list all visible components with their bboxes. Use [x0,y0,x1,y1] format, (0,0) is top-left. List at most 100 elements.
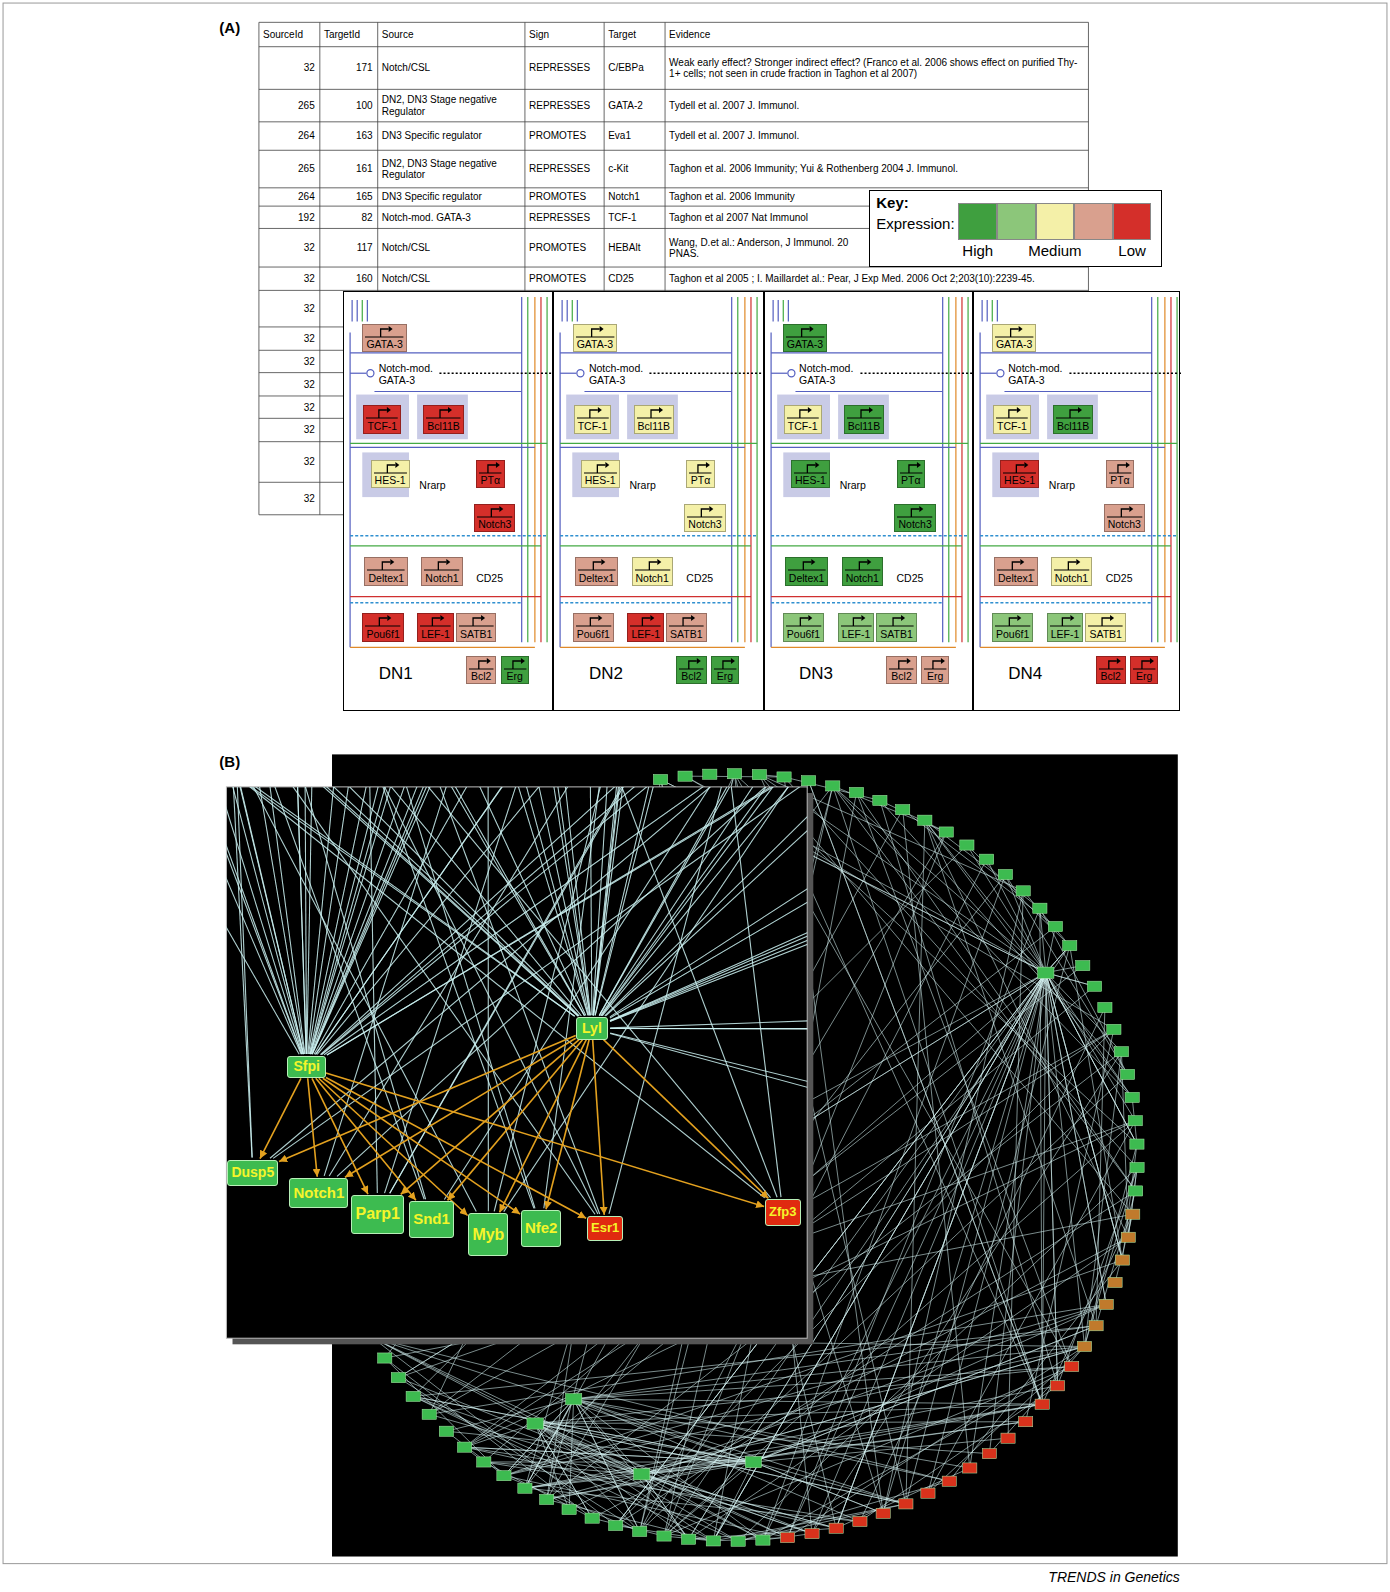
gene-box: PTα [1106,460,1134,488]
table-cell: 32 [304,303,315,314]
stage-panel: GATA-3TCF-1Bcl11BHES-1PTαNotch3Deltex1No… [973,291,1180,710]
gene-box: PTα [476,460,504,488]
gene-name: TCF-1 [997,420,1027,432]
regulatory-wire [560,333,561,648]
network-link [593,787,619,1015]
promoter-symbol [666,614,707,627]
promoter-symbol [783,614,824,627]
regulatory-wire [980,373,996,374]
label-holder: DN3 Specific regulator [382,188,520,206]
network-link [454,787,585,1016]
label-holder: GATA-2 [608,89,660,121]
network-link [833,786,1136,1191]
modifier-circle [997,370,1004,377]
network-link [602,787,791,1016]
regulatory-arrow [323,1078,520,1214]
network-link [385,1358,592,1518]
regulatory-wire [980,647,1165,648]
label-holder: Notch1 [608,188,660,206]
gene-name: SATB1 [670,628,702,640]
network-link [233,787,252,1158]
network-node [1125,1092,1139,1102]
promoter-symbol [994,558,1038,571]
network-node [1130,1162,1144,1172]
module-shade [986,395,1039,440]
promoter-symbol [581,461,620,474]
regulatory-wire [362,301,363,322]
module-shade [777,395,830,440]
label-holder: High [938,243,1017,260]
network-link [1070,946,1123,1260]
network-node [829,1523,843,1533]
network-link [297,787,306,1054]
label-holder: 171 [324,47,373,90]
network-node [518,1483,532,1493]
network-node [1115,1255,1129,1265]
table-cell: Wang, D.et al.: Anderson, J Immunol. 20 … [669,237,868,259]
network-link [610,1033,807,1088]
network-node [876,1508,890,1518]
gene-name: PTα [691,474,711,486]
regulatory-wire [731,297,732,642]
gene-label: Nrarp [1049,480,1075,492]
promoter-symbol [573,614,614,627]
module-shade [573,453,620,498]
promoter-symbol [684,505,725,518]
promoter-symbol [897,461,925,474]
table-cell: Tydell et al. 2007 J. Immunol. [669,100,799,111]
label-holder: Nrarp [840,480,866,492]
promoter-symbol [686,461,714,474]
module-shade [1047,395,1098,440]
network-link [928,1121,1135,1493]
label-holder: SourceId [263,22,315,46]
network-node [756,1535,770,1545]
gene-box: LEF-1 [627,613,664,641]
table-cell: 32 [304,62,315,73]
network-link [860,1386,1058,1522]
network-link [759,775,1132,1215]
gene-box: SATB1 [1085,613,1126,641]
table-rule [259,150,1089,151]
gene-name: SATB1 [460,628,492,640]
network-link [246,787,765,1198]
regulatory-wire [350,596,541,597]
network-link [1046,973,1122,1052]
label-holder: Source [382,22,520,46]
gene-name: Pou6f1 [787,628,820,640]
network-hub [527,1418,543,1429]
network-link [1128,1168,1137,1238]
network-link [857,792,1136,1190]
gene-name: PTα [901,474,921,486]
table-cell: Eva1 [608,130,631,141]
regulatory-wire [650,373,765,374]
regulatory-wire [980,447,1165,448]
label-holder: TCF-1 [608,206,660,228]
gene-box: Notch3 [684,504,725,532]
inset-links [226,787,807,1214]
regulatory-wire [771,443,968,444]
regulatory-arrow [448,1040,583,1201]
promoter-symbol [1096,657,1126,670]
promoter-symbol [362,325,406,338]
regulatory-wire [560,353,732,354]
gene-box: GATA-3 [992,324,1036,352]
table-cell: REPRESSES [529,62,590,73]
label-holder: Notch/CSL [382,47,520,90]
network-node [1107,1024,1121,1034]
regulatory-wire [350,647,535,648]
label-holder: Nrarp [629,480,655,492]
network-link [259,787,304,1054]
network-node [703,769,717,779]
table-cell: TCF-1 [608,212,636,223]
label-holder: Low [1092,243,1171,260]
gene-name: Notch1 [293,1185,344,1202]
regulatory-wire [986,301,987,322]
network-link [226,799,302,1054]
gene-name: Dusp5 [231,1165,274,1181]
gene-name: Notch3 [1108,518,1141,530]
label-holder: Taghon et al 2005 ; I. Maillardet al.: P… [669,267,1083,290]
gene-box: Notch1 [632,557,673,585]
regulatory-arrow [326,1073,764,1207]
gene-name: Deltex1 [579,572,615,584]
network-node [1076,961,1090,971]
